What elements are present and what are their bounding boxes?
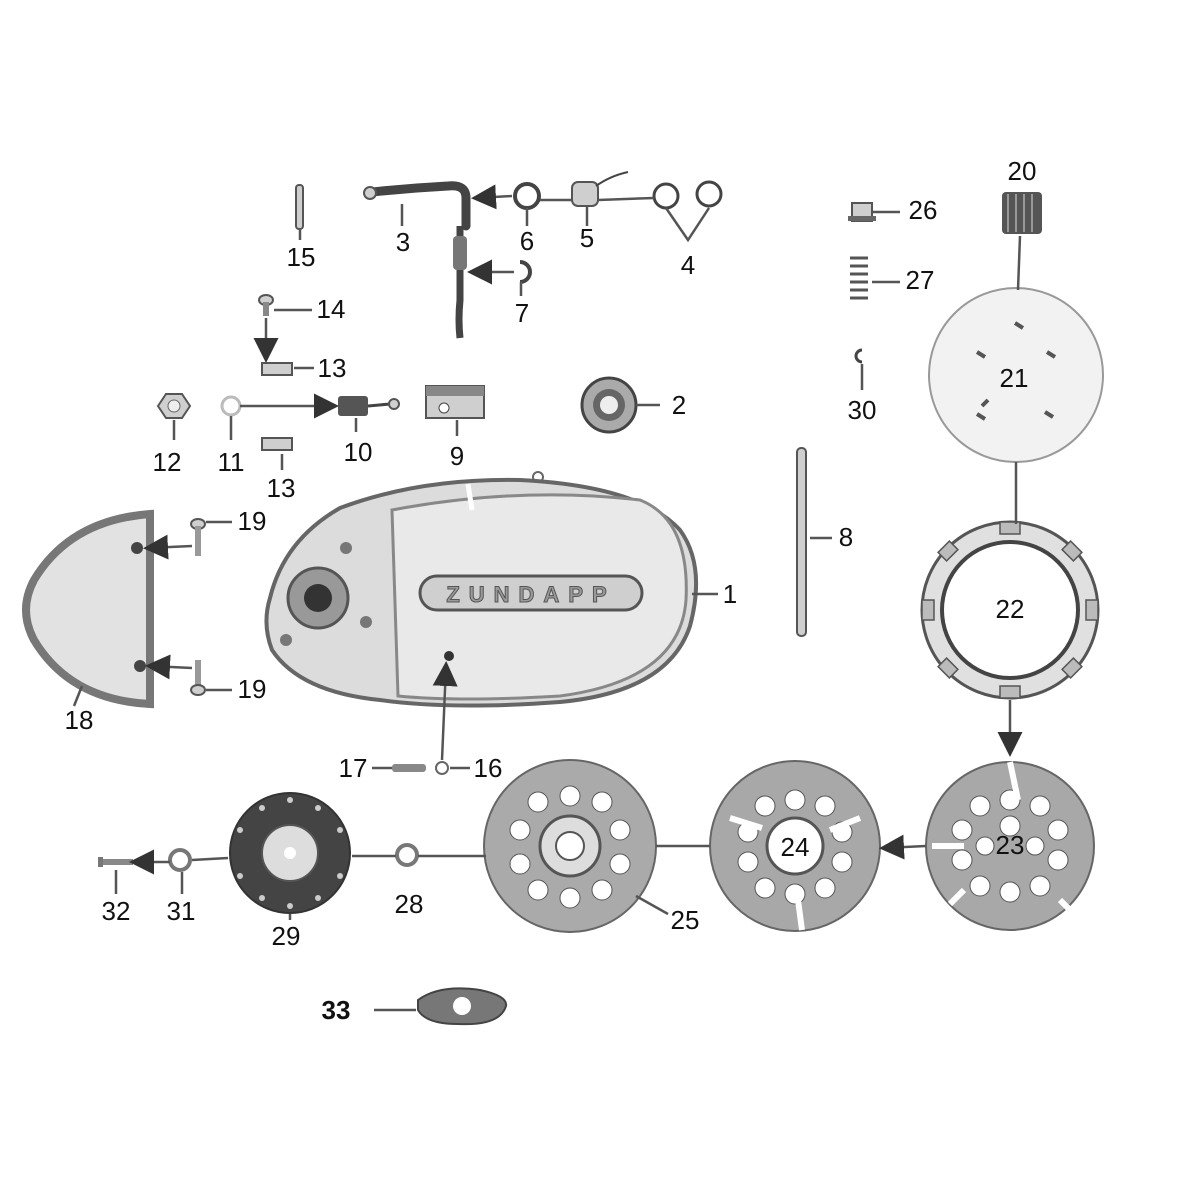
callout-12: 12 [153,447,182,477]
callout-16: 16 [474,753,503,783]
part-2-bearing-drawing [580,376,638,434]
callout-33: 33 [322,995,351,1025]
callout-29: 29 [272,921,301,951]
callout-15: 15 [287,242,316,272]
part-6-ring-drawing [513,182,541,210]
callout-8: 8 [839,522,853,552]
part-31-nut-drawing [168,848,192,872]
part-13-block-lower-drawing [261,437,293,451]
callout-19: 19 [238,506,267,536]
part-29-plate-drawing [229,792,351,914]
callout-11: 11 [218,447,245,477]
part-11-washer-drawing [220,395,242,417]
callout-5: 5 [580,223,594,253]
part-1-casing-drawing: ZUNDAPP [264,471,699,708]
callout-7: 7 [515,298,529,328]
part-16-washer-drawing [435,761,449,775]
callout-10: 10 [344,437,373,467]
callout-14: 14 [317,294,346,324]
callout-9: 9 [450,441,464,471]
callout-23: 23 [996,830,1025,860]
part-20-cap-drawing [1002,192,1042,234]
part-13-block-drawing [261,362,293,376]
part-24-plate-drawing [709,760,881,932]
callout-13: 13 [318,353,347,383]
callout-20: 20 [1008,156,1037,186]
part-18-cover-drawing [22,509,154,709]
part-4-rings-drawing [652,180,723,210]
callout-3: 3 [396,227,410,257]
callout-17: 17 [339,753,368,783]
part-3-lever-drawing [363,181,471,339]
callout-1: 1 [723,579,737,609]
callout-27: 27 [906,265,935,295]
part-26-bushing-drawing [848,202,876,222]
part-15-pin-drawing [295,184,304,230]
callout-32: 32 [102,896,131,926]
part-33-hole [453,997,471,1015]
part-28-nut-drawing [395,843,419,867]
part-8-rod-drawing [796,447,807,637]
callout-24: 24 [781,832,810,862]
part-9-bracket-drawing [425,385,485,419]
brand-lettering: ZUNDAPP [446,582,615,607]
callout-18: 18 [65,705,94,735]
callout-22: 22 [996,594,1025,624]
part-32-screw-drawing [98,857,133,867]
callout-30: 30 [848,395,877,425]
callout-6: 6 [520,226,534,256]
callout-2: 2 [672,390,686,420]
part-22-ring-drawing [920,520,1100,700]
part-19-screw-lower-drawing [190,660,206,696]
part-14-screw-drawing [258,294,274,316]
callout-26: 26 [909,195,938,225]
part-5-nipple-drawing [571,171,629,207]
part-21-plate-drawing [928,287,1104,463]
part-27-spring-drawing [850,256,868,300]
callout-21: 21 [1000,363,1029,393]
callout-13-lower: 13 [267,473,296,503]
callout-31: 31 [167,896,196,926]
callout-25: 25 [671,905,700,935]
part-23-plate-drawing [925,761,1095,931]
part-12-nut-drawing [156,393,192,419]
part-19-screw-drawing [190,518,206,556]
callout-28: 28 [395,889,424,919]
part-30-clip-drawing [854,348,863,364]
leader-lines [72,184,1023,1012]
part-17-screw-drawing [392,764,426,772]
callout-labels: 1 2 3 4 5 6 7 8 9 10 11 12 13 13 14 15 1… [65,156,1037,1025]
part-7-clip-drawing [519,260,532,284]
part-10-spring-drawing [338,396,400,416]
callout-4: 4 [681,250,695,280]
part-25-plate-drawing [483,759,657,933]
callout-19-lower: 19 [238,674,267,704]
